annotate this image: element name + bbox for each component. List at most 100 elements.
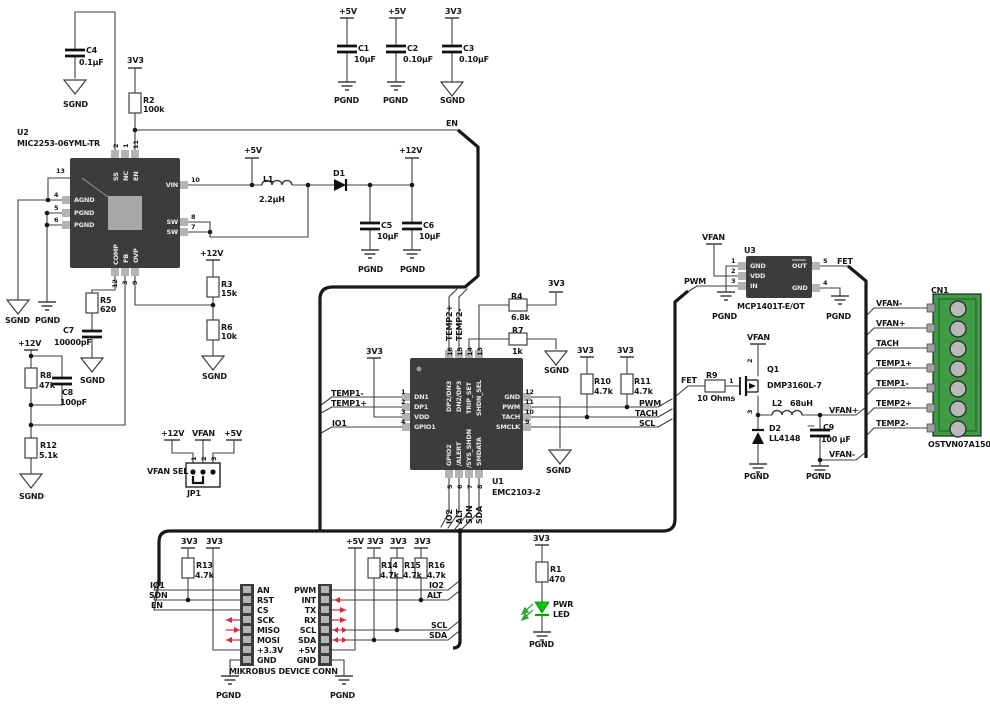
gnd-c5: PGND bbox=[358, 265, 383, 274]
net-fet-r9: FET bbox=[681, 376, 697, 385]
u1-pin7: 7 bbox=[466, 484, 474, 489]
u2-lbl-nc: NC bbox=[122, 171, 130, 181]
resistor-r16 bbox=[414, 557, 428, 579]
conn-cn1-part: OSTVN07A150 bbox=[928, 440, 990, 449]
u2-lbl-pgnd2: PGND bbox=[74, 221, 95, 229]
cap-c3-ref: C3 bbox=[463, 44, 475, 53]
cap-c4-ref: C4 bbox=[86, 46, 98, 55]
net-vfanp-l2: VFAN+ bbox=[829, 406, 859, 415]
gnd-c6: PGND bbox=[400, 265, 425, 274]
ind-l1-val: 2.2µH bbox=[259, 195, 285, 204]
u1-pin1: 1 bbox=[401, 388, 406, 396]
u1-pin15: 15 bbox=[456, 347, 464, 356]
net-cn1-vfanp: VFAN+ bbox=[876, 319, 906, 328]
cap-c1-val: 10µF bbox=[354, 55, 376, 64]
cap-c3-val: 0.10µF bbox=[459, 55, 489, 64]
res-r11-val: 4.7k bbox=[634, 387, 653, 396]
cap-c4-val: 0.1µF bbox=[79, 58, 104, 67]
mk-conn-label: MIKROBUS DEVICE CONN bbox=[229, 667, 338, 676]
ic-u3-part: MCP1401T-E/OT bbox=[737, 302, 805, 311]
gnd-u3-pin1: PGND bbox=[712, 312, 737, 321]
net-cn1-vfanm: VFAN- bbox=[876, 299, 902, 308]
u3-lbl-vdd: VDD bbox=[750, 272, 766, 280]
resistor-r12 bbox=[24, 437, 38, 459]
gnd-u3-pin4: PGND bbox=[826, 312, 851, 321]
u2-lbl-ovp: OVP bbox=[132, 248, 140, 263]
u2-pin11: 11 bbox=[132, 140, 140, 149]
u2-lbl-vin: VIN bbox=[165, 181, 178, 189]
u2-pin6: 6 bbox=[54, 216, 59, 224]
res-r10-val: 4.7k bbox=[594, 387, 613, 396]
diode-d1 bbox=[334, 179, 348, 191]
pwr-12v-jp1: +12V bbox=[161, 429, 185, 438]
pwr-3v3-r16: 3V3 bbox=[414, 537, 431, 546]
u1-pin12: 12 bbox=[525, 388, 534, 396]
pwr-12v-r3: +12V bbox=[200, 249, 224, 258]
ic-u1 bbox=[402, 350, 531, 478]
u3-lbl-out: OUT bbox=[792, 262, 807, 270]
pwr-3v3-r14: 3V3 bbox=[367, 537, 384, 546]
u2-lbl-comp: COMP bbox=[112, 244, 120, 265]
pwr-3v3-r1: 3V3 bbox=[533, 534, 550, 543]
res-r8-val: 47k bbox=[39, 381, 55, 390]
net-sdn-mk: SDN bbox=[149, 591, 168, 600]
jp1-pin3: 3 bbox=[210, 456, 218, 461]
u3-lbl-gnd1: GND bbox=[750, 262, 766, 270]
cap-c5-val: 10µF bbox=[377, 232, 399, 241]
jp1-sel-label: VFAN SEL bbox=[147, 467, 189, 476]
u1-pin8: 8 bbox=[476, 484, 484, 489]
mk-lbl-rx: RX bbox=[304, 616, 316, 625]
u3-pin4: 4 bbox=[823, 279, 828, 287]
mk-lbl-cs: CS bbox=[257, 606, 269, 615]
resistor-r3 bbox=[206, 276, 220, 298]
pwr-vfan-jp1: VFAN bbox=[192, 429, 215, 438]
cap-c9-ref: C9 bbox=[823, 423, 835, 432]
u3-pin5: 5 bbox=[823, 257, 828, 265]
dio-d1-ref: D1 bbox=[333, 169, 345, 178]
jumper-jp1 bbox=[185, 462, 221, 488]
u1-pin6: 6 bbox=[456, 484, 464, 489]
resistor-r6 bbox=[206, 319, 220, 341]
resistor-r9 bbox=[704, 379, 726, 393]
pwr-3v3-r10: 3V3 bbox=[577, 346, 594, 355]
res-r13-ref: R13 bbox=[196, 561, 213, 570]
power-flag-bars bbox=[24, 17, 766, 549]
pwr-3v3-u1: 3V3 bbox=[366, 347, 383, 356]
net-io2-u1: IO2 bbox=[445, 509, 454, 524]
res-r10-ref: R10 bbox=[594, 377, 611, 386]
gnd-mk-right: PGND bbox=[330, 691, 355, 700]
ic-u3-ref: U3 bbox=[744, 246, 756, 255]
pwr-5v-c1: +5V bbox=[339, 7, 357, 16]
gnd-c4: SGND bbox=[63, 100, 88, 109]
res-r9-ref: R9 bbox=[706, 371, 718, 380]
gnd-led: PGND bbox=[529, 640, 554, 649]
net-scl-u1: SCL bbox=[639, 419, 656, 428]
pwr-3v3-r2: 3V3 bbox=[127, 56, 144, 65]
connector-cn1 bbox=[926, 293, 982, 438]
pwr-3v3-r4: 3V3 bbox=[548, 279, 565, 288]
res-r4-val: 6.8k bbox=[511, 313, 530, 322]
u1-lbl-gpio1: GPIO1 bbox=[414, 423, 436, 431]
pwr-12v-c6: +12V bbox=[399, 146, 423, 155]
net-sda-u1: SDA bbox=[475, 506, 484, 524]
gnd-u1-pin12: SGND bbox=[546, 466, 571, 475]
res-r6-ref: R6 bbox=[221, 323, 233, 332]
net-vfanm-c9: VFAN- bbox=[829, 450, 855, 459]
net-tach-u1: TACH bbox=[635, 409, 658, 418]
res-r16-val: 4.7k bbox=[427, 571, 446, 580]
res-r1-val: 470 bbox=[549, 575, 566, 584]
u2-lbl-fb: FB bbox=[122, 254, 130, 263]
u1-lbl-sysshdn: /SYS_SHDN bbox=[465, 429, 473, 468]
u1-lbl-tripset: TRIP_SET bbox=[465, 382, 473, 414]
ic-u2-part: MIC2253-06YML-TR bbox=[17, 139, 100, 148]
led-emission-arrows bbox=[520, 603, 534, 622]
cap-c6-ref: C6 bbox=[423, 221, 435, 230]
u3-pin2: 2 bbox=[731, 267, 736, 275]
pwr-12v-r8: +12V bbox=[18, 339, 42, 348]
gnd-c1: PGND bbox=[334, 96, 359, 105]
net-alt-u1: ALT bbox=[455, 509, 464, 524]
u3-pin1: 1 bbox=[731, 257, 736, 265]
gnd-u2-sgnd: SGND bbox=[5, 316, 30, 325]
